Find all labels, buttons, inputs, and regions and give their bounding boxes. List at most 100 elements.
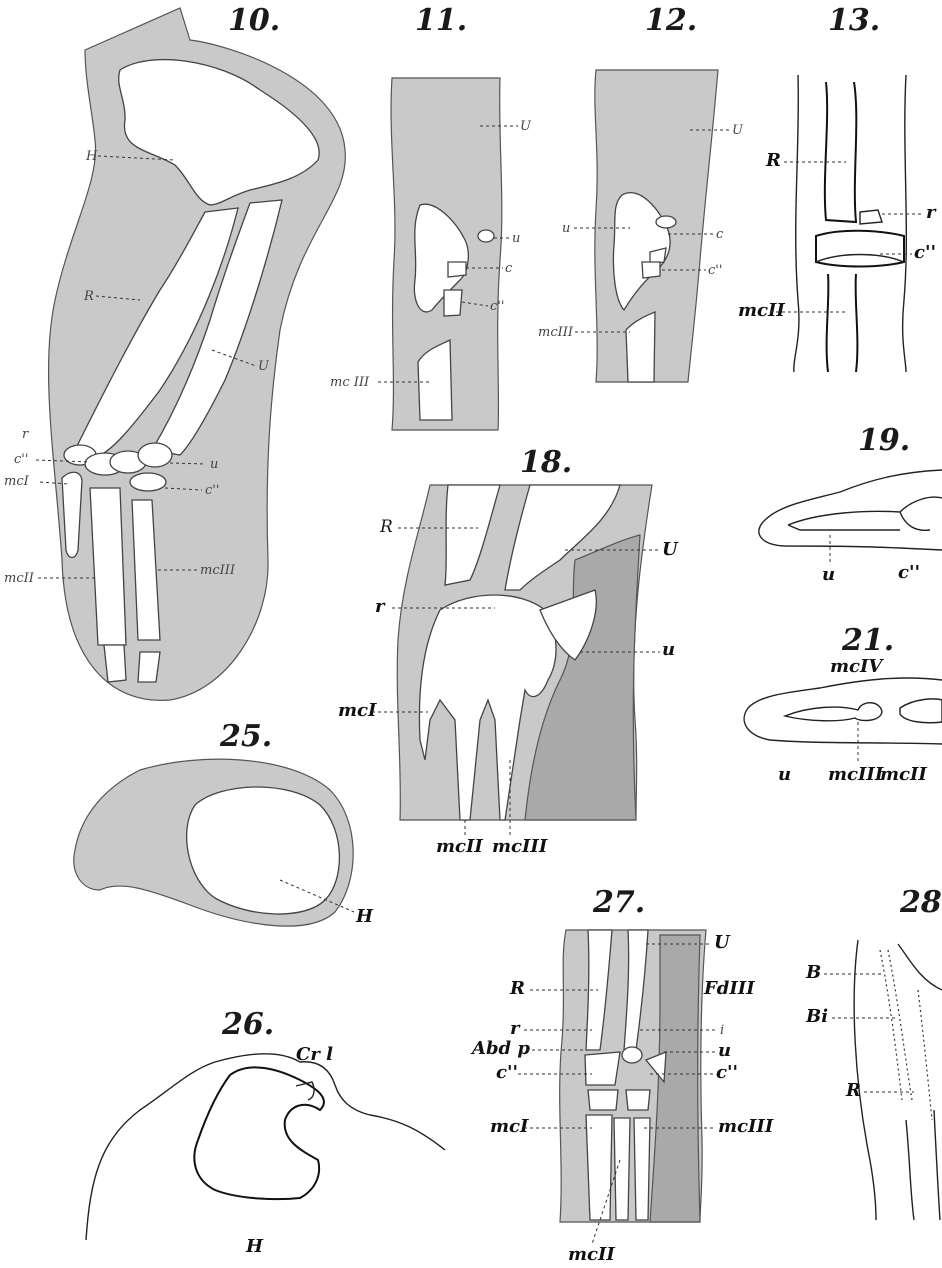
figure-18: 18. R U r u mcI mcII mcIII xyxy=(338,445,679,857)
figure-11-number: 11. xyxy=(415,3,467,38)
figure-21-outline xyxy=(744,678,942,744)
figure-27-label-Abdp: Abd p xyxy=(470,1038,530,1059)
figure-27-mcI xyxy=(586,1115,612,1220)
figure-12-label-c2: c'' xyxy=(708,263,722,278)
figure-18-label-mcIII: mcIII xyxy=(492,836,548,857)
figure-18-label-mcI: mcI xyxy=(338,700,377,721)
figure-27-carpal-c2 xyxy=(626,1090,650,1110)
figure-18-label-R: R xyxy=(379,517,393,537)
figure-18-label-U: U xyxy=(662,539,679,560)
figure-10-phalanx-1 xyxy=(104,645,126,682)
figure-12-number: 12. xyxy=(645,3,697,38)
figure-21-label-mcIV: mcIV xyxy=(830,656,884,677)
figure-13-radiale xyxy=(860,210,882,224)
figure-21-label-mcII: mcII xyxy=(880,764,927,785)
figure-11-label-u: u xyxy=(512,231,520,246)
figure-13-carpal-seam xyxy=(816,255,904,263)
figure-27-intermedium xyxy=(622,1047,642,1063)
figure-28-outline-inner xyxy=(898,944,942,990)
figure-12: 12. U u c c'' mcIII xyxy=(538,3,744,382)
figure-21-label-mcIII: mcIII xyxy=(828,764,884,785)
figure-27-label-mcIII: mcIII xyxy=(718,1116,774,1137)
figure-27-label-u: u xyxy=(718,1040,731,1061)
figure-10-phalanx-2 xyxy=(138,652,160,682)
figure-27-carpal-c xyxy=(588,1090,618,1110)
figure-28-label-R: R xyxy=(845,1080,861,1101)
figure-13-label-mcII: mcII xyxy=(738,300,785,321)
figure-27-label-R: R xyxy=(509,978,525,999)
figure-21: 21. mcIV u mcIII mcII xyxy=(744,623,942,785)
figure-26: 26. Cr l H xyxy=(86,1007,445,1257)
figure-27-carpal-r xyxy=(585,1052,620,1085)
figure-25: 25. H xyxy=(74,719,374,927)
figure-10-carpal-3 xyxy=(130,473,166,491)
figure-18-label-u: u xyxy=(662,639,675,660)
figure-11-label-mcIII: mc III xyxy=(330,375,370,390)
figure-13-outline-left xyxy=(794,75,799,372)
figure-11-label-c: c xyxy=(505,261,513,276)
figure-26-crest xyxy=(296,1082,314,1100)
figure-26-number: 26. xyxy=(221,1007,274,1042)
figure-19: 19. u c'' xyxy=(759,423,942,585)
figure-10-label-mcII: mcII xyxy=(4,571,35,586)
figure-18-number: 18. xyxy=(520,445,572,480)
figure-27: 27. U R FdIII r i Abd p u c'' c'' mcI mc… xyxy=(470,885,774,1265)
figure-11: 11. U u c c'' mc III xyxy=(330,3,532,430)
figure-10-label-U: U xyxy=(258,359,270,374)
figure-10-label-c2: c'' xyxy=(14,452,28,467)
figure-28: 28 B Bi R xyxy=(805,885,942,1220)
figure-10-label-u: u xyxy=(210,457,218,472)
figure-12-label-u: u xyxy=(562,221,570,236)
figure-28-number: 28 xyxy=(899,885,942,920)
figure-11-c2 xyxy=(444,290,462,316)
figure-21-inner xyxy=(785,699,942,723)
figure-13-outline-right xyxy=(903,75,907,372)
figure-27-mcII xyxy=(614,1118,630,1220)
figure-21-number: 21. xyxy=(841,623,894,658)
figure-19-inner xyxy=(788,497,942,530)
figure-10-label-H: H xyxy=(85,149,98,164)
figure-18-label-r: r xyxy=(375,596,386,617)
figure-10: 10. H R U r c'' mcI u c'' mcII xyxy=(4,3,345,700)
figure-27-label-FdIII: FdIII xyxy=(703,978,755,999)
figure-27-label-U: U xyxy=(714,932,731,953)
figure-11-label-c2: c'' xyxy=(490,299,504,314)
figure-28-label-B: B xyxy=(805,962,821,983)
figure-27-label-i: i xyxy=(720,1023,724,1038)
figure-27-label-mcII: mcII xyxy=(568,1244,615,1265)
figure-13-mcII xyxy=(827,274,858,372)
figure-27-label-mcI: mcI xyxy=(490,1116,529,1137)
figure-27-number: 27. xyxy=(592,885,645,920)
figure-13-radius xyxy=(825,82,856,222)
figure-13-label-c2: c'' xyxy=(914,242,936,263)
figure-10-label-R: R xyxy=(83,289,94,304)
figure-10-number: 10. xyxy=(228,3,280,38)
figure-11-centrale xyxy=(448,262,466,277)
figure-10-label-mcIII: mcIII xyxy=(200,563,236,578)
figure-12-ulnare xyxy=(656,216,676,228)
figure-12-label-mcIII: mcIII xyxy=(538,325,574,340)
figure-27-label-c2b: c'' xyxy=(716,1062,738,1083)
figure-21-label-u: u xyxy=(778,764,791,785)
figure-12-label-U: U xyxy=(732,123,744,138)
figure-27-label-r: r xyxy=(510,1018,521,1039)
figure-27-label-c2: c'' xyxy=(496,1062,518,1083)
figure-13: 13. R r c'' mcII xyxy=(738,3,937,372)
figure-10-label-mcI: mcI xyxy=(4,474,30,489)
figure-26-humerus xyxy=(194,1067,324,1199)
figure-13-label-R: R xyxy=(765,150,781,171)
figure-12-c2 xyxy=(642,262,660,278)
figure-28-radius xyxy=(906,1110,940,1220)
figure-10-label-c2b: c'' xyxy=(205,483,219,498)
figure-11-ulnare xyxy=(478,230,494,242)
figure-19-number: 19. xyxy=(858,423,910,458)
figure-26-label-Crl: Cr l xyxy=(296,1044,333,1065)
figure-27-mcIII xyxy=(634,1118,650,1220)
figure-19-label-u: u xyxy=(822,564,835,585)
figure-28-biceps xyxy=(880,950,932,1120)
figure-18-label-mcII: mcII xyxy=(436,836,483,857)
figure-10-ulnare xyxy=(138,443,172,467)
figure-10-label-r: r xyxy=(22,427,29,442)
figure-13-label-r: r xyxy=(926,202,937,223)
